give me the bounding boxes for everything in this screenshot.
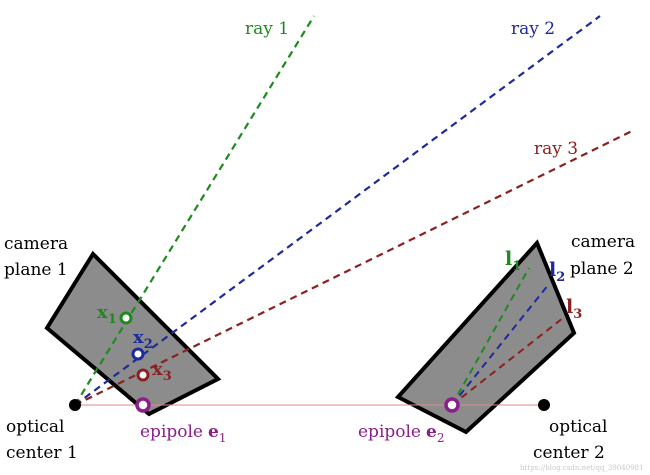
epipolar-line-l3-label: l3 xyxy=(566,296,582,322)
point-x2 xyxy=(131,347,145,361)
epipolar-line-l1-label: l1 xyxy=(505,248,521,274)
epipole-e1-point xyxy=(135,397,151,413)
point-x1-label: x1 xyxy=(97,302,117,327)
ray-2-label: ray 2 xyxy=(511,19,555,39)
epipole-e2-point xyxy=(444,397,460,413)
optical-center-1-label-line1: optical xyxy=(6,417,64,437)
optical-center-1-dot xyxy=(69,399,81,411)
camera-plane-2 xyxy=(394,239,577,435)
camera-plane-2-label-line2: plane 2 xyxy=(570,259,634,279)
optical-center-2-dot xyxy=(538,399,550,411)
camera-plane-1-label-line2: plane 1 xyxy=(4,260,68,280)
camera-plane-1 xyxy=(44,250,222,417)
camera-plane-2-label-line1: camera xyxy=(571,232,635,252)
optical-center-2-label-line1: optical xyxy=(549,417,607,437)
optical-center-2-label-line2: center 2 xyxy=(533,443,605,463)
ray-1-line xyxy=(74,15,315,406)
ray-1-label: ray 1 xyxy=(245,19,289,39)
epipolar-line-l1 xyxy=(451,267,530,406)
epipolar-line-l2-label: l2 xyxy=(549,259,565,285)
watermark-text: https://blog.csdn.net/qq_39040981 xyxy=(520,464,644,472)
point-x3 xyxy=(136,368,150,382)
epipolar-line-l2 xyxy=(451,283,550,406)
ray-3-line xyxy=(74,130,633,406)
point-x3-label: x3 xyxy=(152,359,172,384)
optical-center-1-label-line2: center 1 xyxy=(6,443,78,463)
ray-2-line xyxy=(74,15,601,406)
camera-plane-1-label-line1: camera xyxy=(4,234,68,254)
point-x2-label: x2 xyxy=(133,327,153,352)
ray-3-label: ray 3 xyxy=(534,139,578,159)
point-x1 xyxy=(119,311,133,325)
